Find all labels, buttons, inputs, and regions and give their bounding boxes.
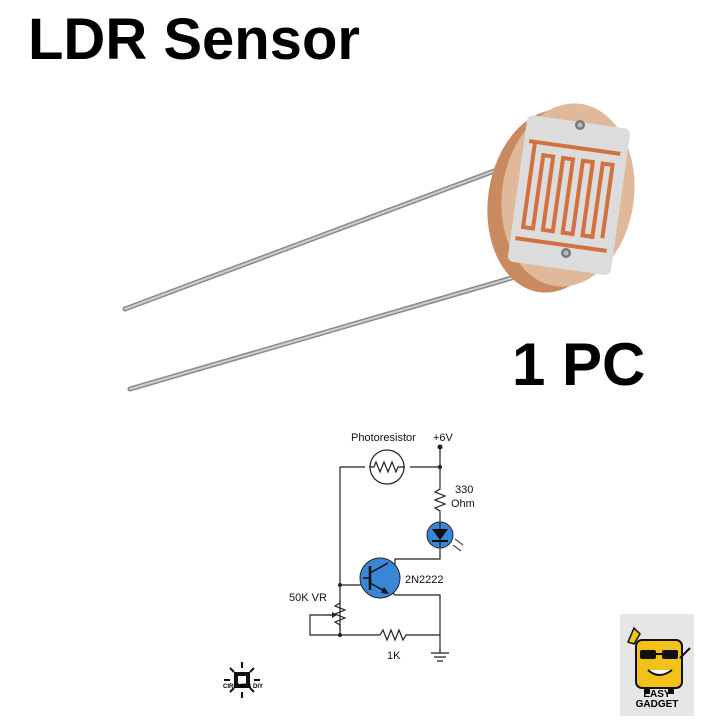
quantity-label: 1 PC bbox=[512, 331, 646, 398]
ldr-sensor-image bbox=[122, 103, 635, 392]
supply-label: +6V bbox=[433, 432, 454, 444]
circuit-schematic: Photoresistor +6V 330 Ohms 2N2222 50K VR… bbox=[289, 432, 475, 662]
resistor-1k-label: 1K bbox=[387, 650, 401, 662]
page-title: LDR Sensor bbox=[28, 7, 360, 72]
easy-gadget-line2: GADGET bbox=[635, 699, 679, 710]
circuits-diy-text: CIRCUITS DIY bbox=[222, 684, 263, 690]
photoresistor-label: Photoresistor bbox=[351, 432, 416, 444]
easy-gadget-line1: EASY bbox=[643, 689, 671, 700]
circuits-diy-logo-icon bbox=[224, 662, 260, 698]
resistor-value-label: 330 bbox=[455, 484, 473, 496]
easy-gadget-logo-icon bbox=[620, 614, 694, 716]
easy-gadget-text: EASY GADGET bbox=[620, 690, 694, 710]
pot-label: 50K VR bbox=[289, 592, 327, 604]
resistor-unit-label: Ohms bbox=[451, 498, 475, 510]
transistor-label: 2N2222 bbox=[405, 574, 444, 586]
